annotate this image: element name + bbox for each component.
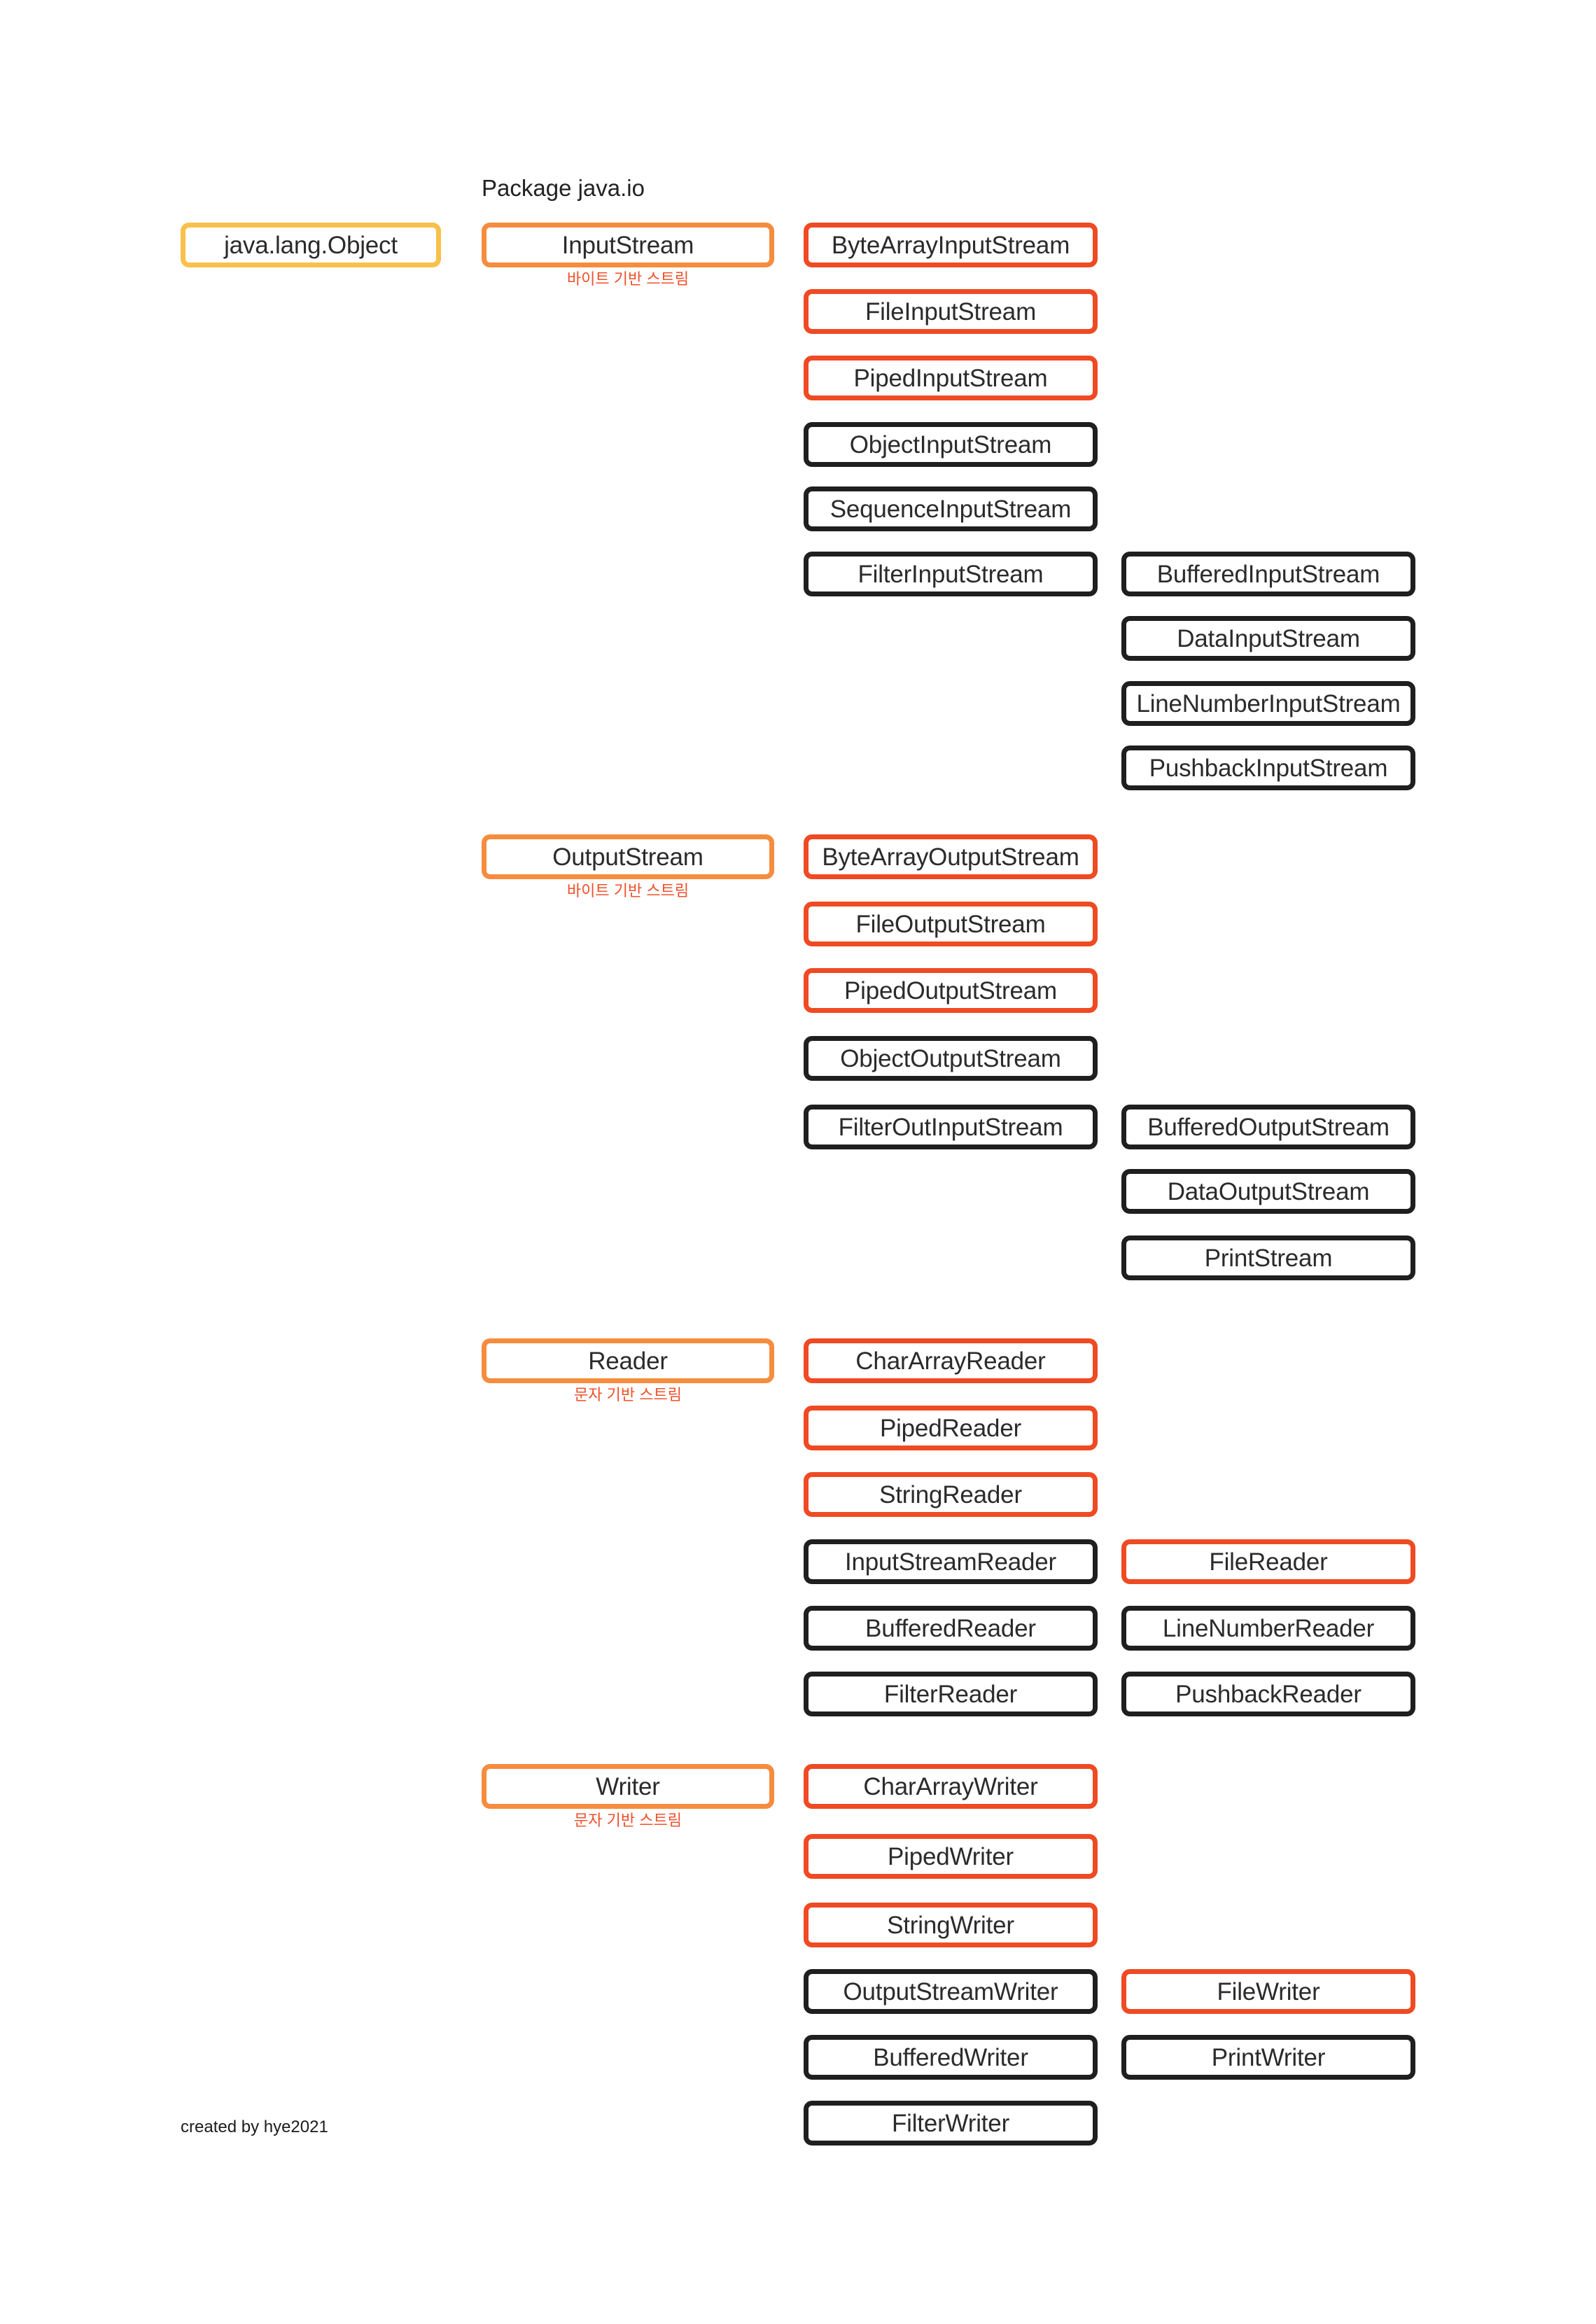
- class-box-bufferedreader: BufferedReader: [804, 1606, 1098, 1651]
- class-box-reader: Reader: [482, 1338, 774, 1383]
- class-box-filterwriter: FilterWriter: [804, 2101, 1098, 2146]
- class-box-linenumberinputstream: LineNumberInputStream: [1121, 681, 1415, 726]
- class-box-bytearrayoutputstream: ByteArrayOutputStream: [804, 834, 1098, 879]
- class-box-linenumberreader: LineNumberReader: [1121, 1606, 1415, 1651]
- class-box-pipedreader: PipedReader: [804, 1406, 1098, 1450]
- class-box-stringreader: StringReader: [804, 1472, 1098, 1517]
- class-box-filewriter: FileWriter: [1121, 1969, 1415, 2014]
- class-box-chararrayreader: CharArrayReader: [804, 1338, 1098, 1383]
- caption-writer: 문자 기반 스트림: [574, 1812, 682, 1829]
- class-box-bufferedoutputstream: BufferedOutputStream: [1121, 1105, 1415, 1149]
- class-box-bufferedinputstream: BufferedInputStream: [1121, 552, 1415, 596]
- class-box-java-lang-object: java.lang.Object: [181, 223, 441, 267]
- class-box-filereader: FileReader: [1121, 1539, 1415, 1584]
- class-box-pipedwriter: PipedWriter: [804, 1834, 1098, 1879]
- class-box-pushbackreader: PushbackReader: [1121, 1672, 1415, 1716]
- caption-output-stream: 바이트 기반 스트림: [566, 882, 690, 899]
- class-box-inputstreamreader: InputStreamReader: [804, 1539, 1098, 1584]
- footer-credit: created by hye2021: [181, 2118, 328, 2136]
- class-box-pipedoutputstream: PipedOutputStream: [804, 968, 1098, 1013]
- class-box-writer: Writer: [482, 1764, 774, 1809]
- class-box-objectinputstream: ObjectInputStream: [804, 422, 1098, 467]
- class-box-filteroutinputstream: FilterOutInputStream: [804, 1105, 1098, 1149]
- caption-input-stream: 바이트 기반 스트림: [566, 270, 690, 288]
- class-box-dataoutputstream: DataOutputStream: [1121, 1169, 1415, 1214]
- class-box-chararraywriter: CharArrayWriter: [804, 1764, 1098, 1809]
- package-title: Package java.io: [482, 175, 645, 201]
- class-box-outputstreamwriter: OutputStreamWriter: [804, 1969, 1098, 2014]
- class-box-sequenceinputstream: SequenceInputStream: [804, 486, 1098, 531]
- class-box-bufferedwriter: BufferedWriter: [804, 2035, 1098, 2080]
- class-box-stringwriter: StringWriter: [804, 1903, 1098, 1947]
- caption-reader: 문자 기반 스트림: [574, 1386, 682, 1404]
- class-box-bytearrayinputstream: ByteArrayInputStream: [804, 223, 1098, 267]
- class-box-objectoutputstream: ObjectOutputStream: [804, 1036, 1098, 1081]
- class-box-input-stream: InputStream: [482, 223, 774, 267]
- class-box-printwriter: PrintWriter: [1121, 2035, 1415, 2080]
- class-box-pushbackinputstream: PushbackInputStream: [1121, 746, 1415, 790]
- class-box-printstream: PrintStream: [1121, 1236, 1415, 1280]
- class-box-filterinputstream: FilterInputStream: [804, 552, 1098, 596]
- class-box-fileinputstream: FileInputStream: [804, 289, 1098, 334]
- class-box-fileoutputstream: FileOutputStream: [804, 902, 1098, 946]
- class-box-pipedinputstream: PipedInputStream: [804, 356, 1098, 400]
- class-box-output-stream: OutputStream: [482, 834, 774, 879]
- class-box-filterreader: FilterReader: [804, 1672, 1098, 1716]
- class-box-datainputstream: DataInputStream: [1121, 616, 1415, 661]
